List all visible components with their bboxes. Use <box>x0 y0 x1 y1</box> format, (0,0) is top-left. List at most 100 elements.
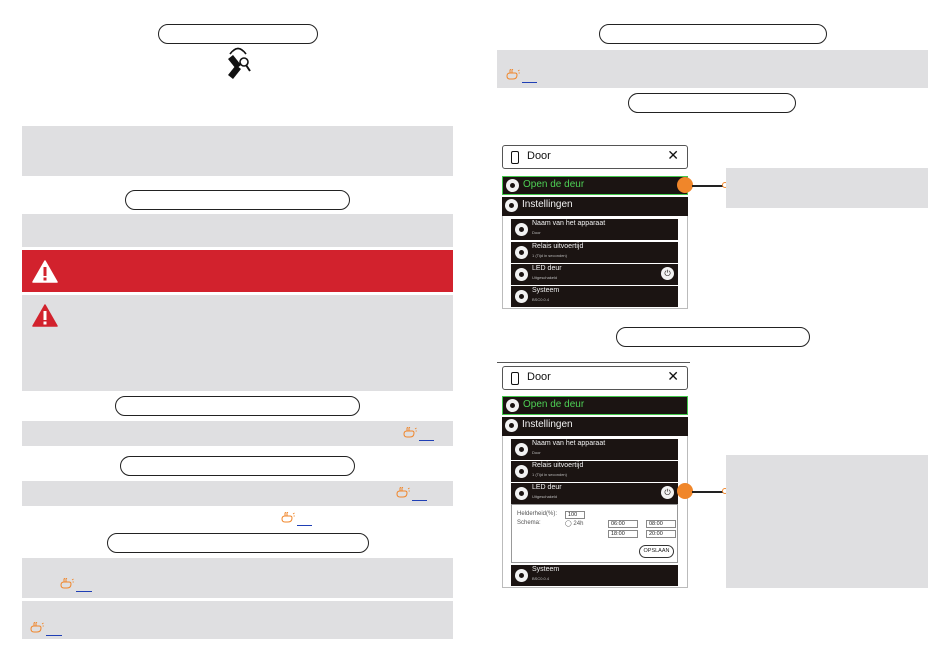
key-icon <box>506 399 519 412</box>
section-title-pill-8 <box>616 327 810 347</box>
setting-led-door[interactable]: LED deur Uitgeschakeld ⏻ <box>511 264 678 285</box>
app-title: Door <box>527 371 551 383</box>
gear-icon <box>505 419 518 432</box>
setting-label: LED deur <box>532 265 562 272</box>
open-door-button[interactable]: Open de deur <box>502 396 688 415</box>
settings-header[interactable]: Instellingen <box>502 197 688 216</box>
setting-label: Relais uitvoertijd <box>532 462 584 469</box>
key-icon <box>506 179 519 192</box>
time-select[interactable]: 06:00 <box>608 520 638 528</box>
setting-system[interactable]: Systeem BSC0.0.4 <box>511 565 678 586</box>
gear-icon <box>505 199 518 212</box>
hand-pointer-icon[interactable] <box>30 622 44 634</box>
setting-label: LED deur <box>532 484 562 491</box>
page-link[interactable] <box>76 591 92 592</box>
setting-value: Uitgeschakeld <box>532 494 558 499</box>
brightness-label: Helderheid(%): <box>517 511 558 517</box>
setting-value: Door <box>532 230 541 235</box>
setting-label: Systeem <box>532 287 560 294</box>
info-block-6 <box>22 601 453 639</box>
open-door-button[interactable]: Open de deur <box>502 176 688 195</box>
divider <box>497 362 690 363</box>
warning-icon <box>32 304 58 327</box>
settings-label: Instellingen <box>522 199 573 210</box>
info-block-1 <box>22 126 453 176</box>
brightness-input[interactable]: 100 <box>565 511 585 519</box>
page-link[interactable] <box>522 82 537 83</box>
gear-icon <box>515 465 528 478</box>
phone-icon <box>511 372 519 385</box>
time-select[interactable]: 18:00 <box>608 530 638 538</box>
warning-icon <box>32 260 58 283</box>
callout-box-1 <box>726 168 928 208</box>
setting-device-name[interactable]: Naam van het apparaat Door <box>511 219 678 240</box>
hand-pointer-icon[interactable] <box>396 487 410 499</box>
callout-marker <box>677 483 693 499</box>
gear-icon <box>515 223 528 236</box>
time-select[interactable]: 08:00 <box>646 520 676 528</box>
setting-value: Door <box>532 450 541 455</box>
page-link[interactable] <box>412 500 427 501</box>
warning-body <box>22 295 453 391</box>
power-icon[interactable]: ⏻ <box>661 486 674 499</box>
section-title-pill-2 <box>125 190 350 210</box>
setting-device-name[interactable]: Naam van het apparaat Door <box>511 439 678 460</box>
section-title-pill-4 <box>120 456 355 476</box>
setting-value: BSC0.0.4 <box>532 297 550 302</box>
app-header: Door ✕ <box>502 145 688 169</box>
hand-pointer-icon[interactable] <box>281 512 295 524</box>
callout-marker <box>677 177 693 193</box>
gear-icon <box>515 569 528 582</box>
save-button[interactable]: OPSLAAN <box>639 545 674 558</box>
warning-banner <box>22 250 453 292</box>
schedule-label: Schema: <box>517 520 541 526</box>
app-mockup-1: Door ✕ Open de deur Instellingen Naam va… <box>502 145 688 310</box>
hand-pointer-icon[interactable] <box>60 578 74 590</box>
setting-relay-time[interactable]: Relais uitvoertijd 1 (Tijd in seconden) <box>511 461 678 482</box>
settings-header[interactable]: Instellingen <box>502 417 688 436</box>
settings-label: Instellingen <box>522 419 573 430</box>
gear-icon <box>515 246 528 259</box>
phone-icon <box>511 151 519 164</box>
open-door-label: Open de deur <box>523 179 585 190</box>
setting-label: Relais uitvoertijd <box>532 243 584 250</box>
setting-system[interactable]: Systeem BSC0.0.4 <box>511 286 678 307</box>
app-mockup-2: Door ✕ Open de deur Instellingen Naam va… <box>502 366 688 588</box>
section-title-pill-5 <box>107 533 369 553</box>
setting-value: BSC0.0.4 <box>532 576 550 581</box>
close-icon[interactable]: ✕ <box>667 369 679 385</box>
setting-value: 1 (Tijd in seconden) <box>532 253 567 258</box>
led-settings-panel: Helderheid(%): 100 Schema: ◯ 24h 06:00 0… <box>511 504 678 563</box>
page-link[interactable] <box>297 525 312 526</box>
hand-pointer-icon[interactable] <box>506 69 520 81</box>
setting-label: Naam van het apparaat <box>532 440 606 447</box>
info-block-2 <box>22 214 453 247</box>
info-block-4 <box>22 481 453 506</box>
time-select[interactable]: 20:00 <box>646 530 676 538</box>
callout-line <box>692 185 726 187</box>
page-link[interactable] <box>46 635 62 636</box>
callout-box-2 <box>726 455 928 588</box>
section-title-pill-1 <box>158 24 318 44</box>
wiring-icon <box>224 45 252 79</box>
close-icon[interactable]: ✕ <box>667 148 679 164</box>
callout-line <box>692 491 726 493</box>
gear-icon <box>515 487 528 500</box>
setting-relay-time[interactable]: Relais uitvoertijd 1 (Tijd in seconden) <box>511 242 678 263</box>
gear-icon <box>515 268 528 281</box>
gear-icon <box>515 443 528 456</box>
page-link[interactable] <box>419 440 434 441</box>
hand-pointer-icon[interactable] <box>403 427 417 439</box>
power-icon[interactable]: ⏻ <box>661 267 674 280</box>
section-title-pill-6 <box>599 24 827 44</box>
always-on-checkbox[interactable]: ◯ 24h <box>565 521 584 527</box>
always-on-label: 24h <box>573 521 584 527</box>
setting-value: Uitgeschakeld <box>532 275 558 280</box>
section-title-pill-3 <box>115 396 360 416</box>
setting-label: Naam van het apparaat <box>532 220 606 227</box>
gear-icon <box>515 290 528 303</box>
setting-led-door[interactable]: LED deur Uitgeschakeld ⏻ <box>511 483 678 504</box>
info-block-5 <box>22 558 453 598</box>
info-block-3 <box>22 421 453 446</box>
info-block-7 <box>497 50 928 88</box>
